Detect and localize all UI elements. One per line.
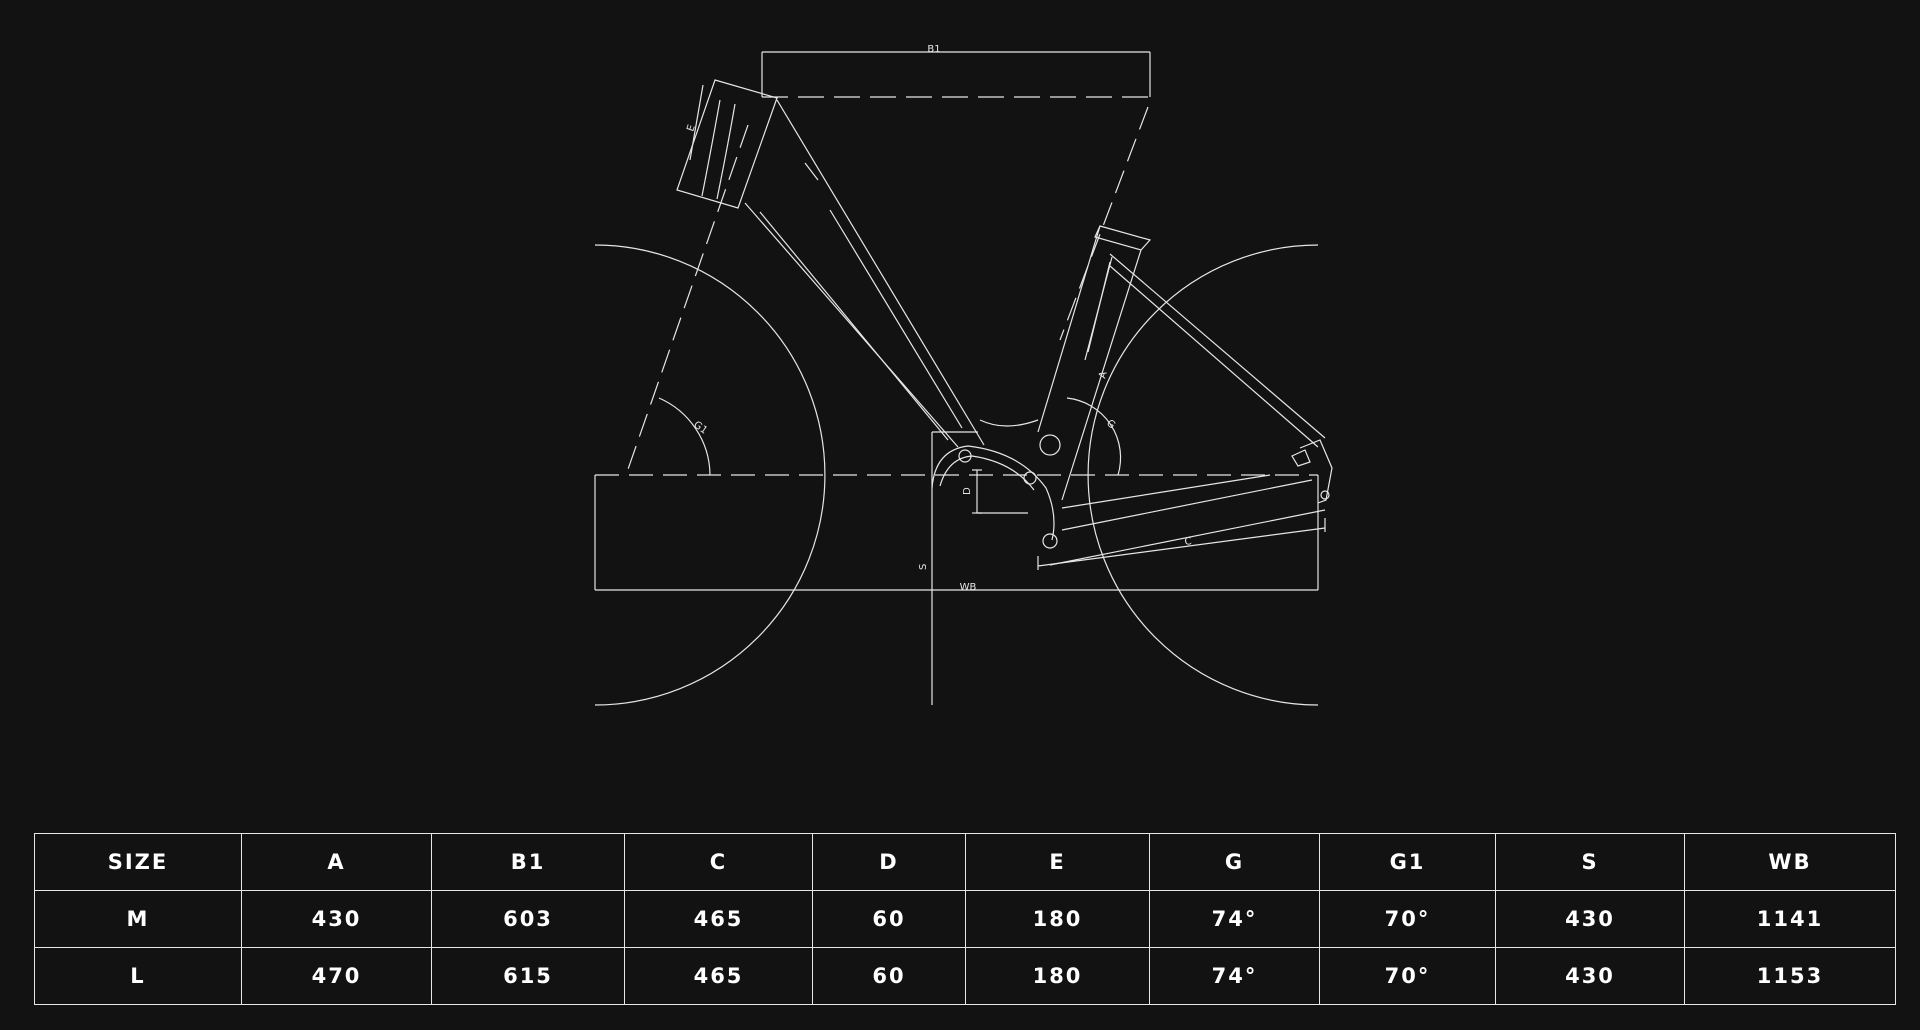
header-cell: SIZE	[34, 833, 242, 891]
table-cell: 430	[1495, 890, 1685, 948]
label-d: D	[962, 487, 973, 495]
down-tube	[744, 99, 985, 448]
table-cell: 430	[241, 890, 432, 948]
table-cell: 74°	[1149, 890, 1320, 948]
header-cell: C	[624, 833, 813, 891]
label-wb: WB	[960, 582, 977, 593]
steering-axis-line	[625, 124, 749, 476]
table-cell: 465	[624, 890, 813, 948]
label-g: G	[1104, 418, 1117, 431]
table-cell: 74°	[1149, 947, 1320, 1005]
chain-stay	[1049, 474, 1326, 566]
table-cell: 615	[431, 947, 625, 1005]
header-cell: S	[1495, 833, 1685, 891]
table-cell: 60	[812, 947, 966, 1005]
table-cell: 70°	[1319, 947, 1496, 1005]
g1-angle-arc	[658, 397, 711, 476]
wb-dimension	[594, 475, 1319, 591]
table-cell: 465	[624, 947, 813, 1005]
table-cell: M	[34, 890, 242, 948]
seat-tube-axis	[1059, 106, 1149, 341]
c-dimension	[1037, 518, 1326, 570]
seat-stay	[1109, 253, 1326, 448]
table-cell: 60	[812, 890, 966, 948]
g-angle-arc	[1066, 397, 1122, 476]
header-cell: B1	[431, 833, 625, 891]
header-cell: E	[965, 833, 1150, 891]
header-cell: A	[241, 833, 432, 891]
table-cell: 430	[1495, 947, 1685, 1005]
table-header-row: SIZE A B1 C D E G G1 S WB	[34, 833, 1896, 891]
d-dimension	[972, 469, 1028, 514]
header-cell: G1	[1319, 833, 1496, 891]
table-cell: 603	[431, 890, 625, 948]
front-wheel	[594, 244, 826, 706]
seat-tube	[1037, 225, 1152, 501]
label-b1: B1	[927, 44, 940, 55]
bottom-bracket	[931, 419, 1061, 549]
table-cell: 180	[965, 890, 1150, 948]
bb-box	[931, 431, 978, 488]
table-row: M 430 603 465 60 180 74° 70° 430 1141	[34, 890, 1896, 948]
size-table: SIZE A B1 C D E G G1 S WB M 430 603 465 …	[34, 833, 1896, 1005]
table-row: L 470 615 465 60 180 74° 70° 430 1153	[34, 947, 1896, 1005]
label-a: A	[1097, 370, 1109, 380]
table-cell: 1141	[1684, 890, 1896, 948]
b1-dimension	[761, 51, 1151, 98]
table-cell: 70°	[1319, 890, 1496, 948]
label-e: E	[685, 124, 697, 133]
table-cell: L	[34, 947, 242, 1005]
table-cell: 470	[241, 947, 432, 1005]
label-s: S	[918, 564, 929, 570]
head-tube	[676, 79, 778, 209]
header-cell: D	[812, 833, 966, 891]
rear-dropout	[1291, 439, 1333, 504]
label-g1: G1	[691, 419, 709, 436]
table-cell: 1153	[1684, 947, 1896, 1005]
table-cell: 180	[965, 947, 1150, 1005]
bike-geometry-diagram: B1 E G1	[594, 44, 1333, 706]
header-cell: G	[1149, 833, 1320, 891]
label-c: C	[1184, 536, 1192, 548]
header-cell: WB	[1684, 833, 1896, 891]
